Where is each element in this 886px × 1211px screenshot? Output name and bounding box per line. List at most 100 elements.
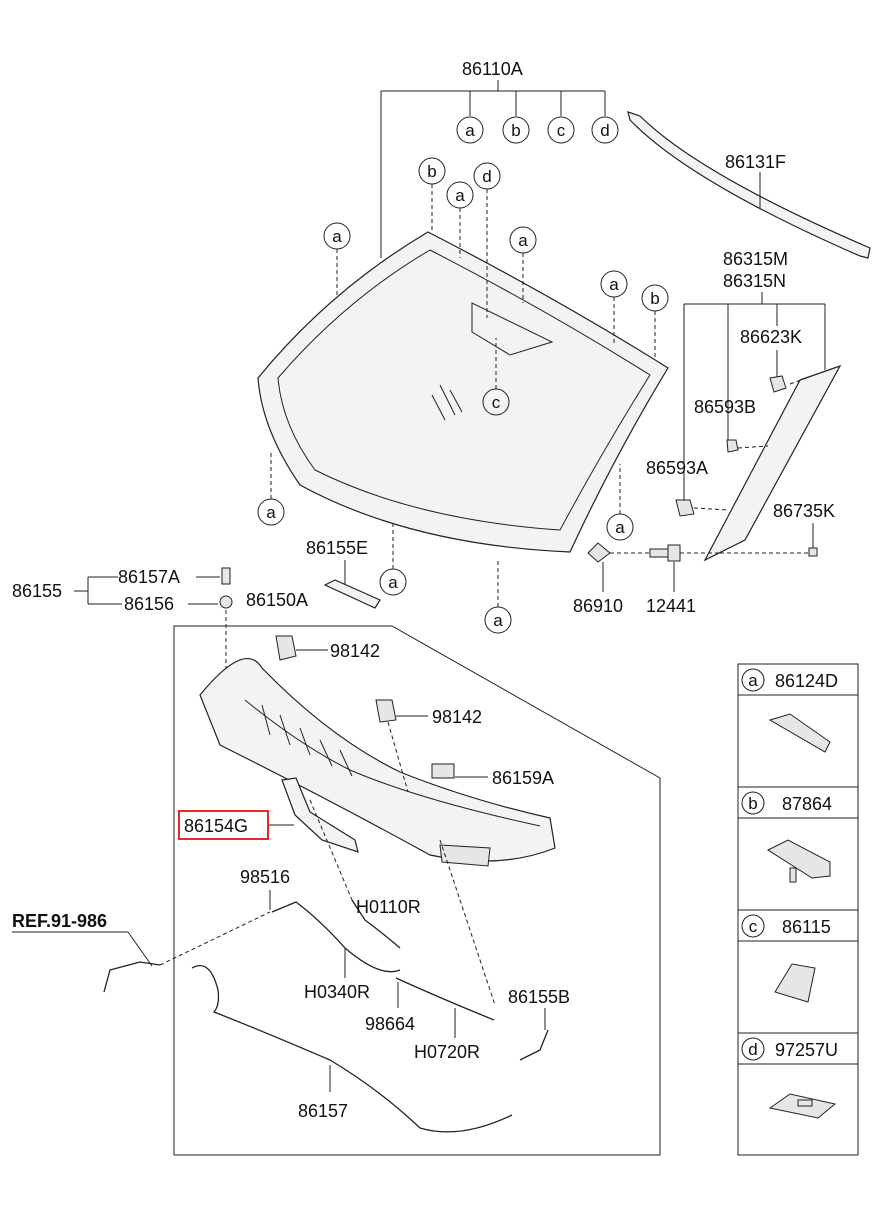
svg-text:a: a [266,503,276,522]
clip-98142-lower [375,699,397,723]
part-86155B [519,1029,549,1061]
bracket-part-86154G [281,777,359,853]
label-86157: 86157 [298,1101,348,1121]
cowl-panel [199,658,556,867]
callout-a-5: a [257,498,285,526]
svg-text:c: c [749,917,758,936]
legend-part-87864 [766,839,831,879]
label-86150A: 86150A [246,590,308,610]
svg-text:a: a [615,518,625,537]
label-98142-upper: 98142 [330,641,380,661]
clip-86593B [726,439,739,453]
hose-H0720R [395,977,495,1021]
legend-row-d: d 97257U [741,1037,838,1119]
callout-b-top: b [502,116,530,144]
ref-pipe [103,961,161,993]
label-86110A: 86110A [462,59,523,79]
ref-label: REF.91-986 [12,911,107,931]
label-86131F: 86131F [725,152,786,172]
legend-row-a: a 86124D [741,668,838,753]
svg-text:a: a [748,671,758,690]
part-86735K [808,547,818,557]
bracket-86155 [74,576,122,605]
svg-text:a: a [455,186,465,205]
label-86155: 86155 [12,581,62,601]
part-86157A [221,567,231,585]
svg-text:a: a [609,275,619,294]
callout-b-2: b [641,284,669,312]
cowl-assembly-frame [173,625,661,1156]
label-86155B: 86155B [508,987,570,1007]
hose-H0340R [271,901,401,973]
callout-d-top: d [591,116,619,144]
callout-d-1: d [473,162,501,190]
callout-a-6: a [606,513,634,541]
label-86910: 86910 [573,596,623,616]
label-86623K: 86623K [740,327,802,347]
callout-a-7: a [379,568,407,596]
part-86155E [323,579,381,609]
molding-86131F [627,111,871,259]
svg-text:87864: 87864 [782,794,832,814]
svg-text:a: a [518,231,528,250]
callout-a-4: a [600,270,628,298]
legend [737,663,859,1156]
label-98664: 98664 [365,1014,415,1034]
bracket-86315 [683,292,826,500]
callout-a-1: a [446,181,474,209]
label-86155E: 86155E [306,538,368,558]
part-86159A [431,763,455,779]
hose-H0110R [351,899,401,949]
label-12441: 12441 [646,596,696,616]
bolt-12441 [649,544,681,562]
label-86315M: 86315M [723,249,788,269]
svg-text:a: a [493,611,503,630]
label-H0720R: H0720R [414,1042,480,1062]
svg-text:97257U: 97257U [775,1040,838,1060]
callout-c-top: c [547,116,575,144]
svg-text:d: d [482,167,491,186]
clip-86623K [769,375,787,393]
clip-86910 [587,542,611,563]
svg-text:86115: 86115 [782,917,831,937]
svg-text:b: b [748,794,757,813]
label-86593A: 86593A [646,458,708,478]
part-86156 [219,595,233,609]
label-86735K: 86735K [773,501,835,521]
label-86154G: 86154G [184,816,248,836]
label-86315N: 86315N [723,271,786,291]
callout-b-1: b [418,157,446,185]
seal-86157 [191,964,513,1133]
legend-part-86124D [768,713,831,753]
svg-text:a: a [465,121,475,140]
svg-text:d: d [748,1040,757,1059]
callout-a-top: a [456,116,484,144]
label-98516: 98516 [240,867,290,887]
legend-row-c: c 86115 [741,914,831,1003]
clip-98142-upper [275,635,297,661]
callout-a-8: a [484,606,512,634]
label-86157A: 86157A [118,567,180,587]
svg-text:86124D: 86124D [775,671,838,691]
label-98142-lower: 98142 [432,707,482,727]
svg-text:d: d [600,121,609,140]
svg-text:c: c [492,393,501,412]
pillar-trim [703,364,842,562]
label-H0340R: H0340R [304,982,370,1002]
label-H0110R: H0110R [356,897,421,917]
callout-a-2: a [323,222,351,250]
callout-a-3: a [509,226,537,254]
label-86159A: 86159A [492,768,554,788]
svg-text:b: b [427,162,436,181]
svg-text:c: c [557,121,566,140]
svg-text:b: b [511,121,520,140]
svg-text:b: b [650,289,659,308]
highlight-86154G [178,810,269,840]
legend-row-b: b 87864 [741,791,832,883]
clip-86593A [675,499,695,517]
legend-part-86115 [774,963,816,1003]
label-86156: 86156 [124,594,174,614]
label-86593B: 86593B [694,397,756,417]
windshield-glass [257,231,669,553]
